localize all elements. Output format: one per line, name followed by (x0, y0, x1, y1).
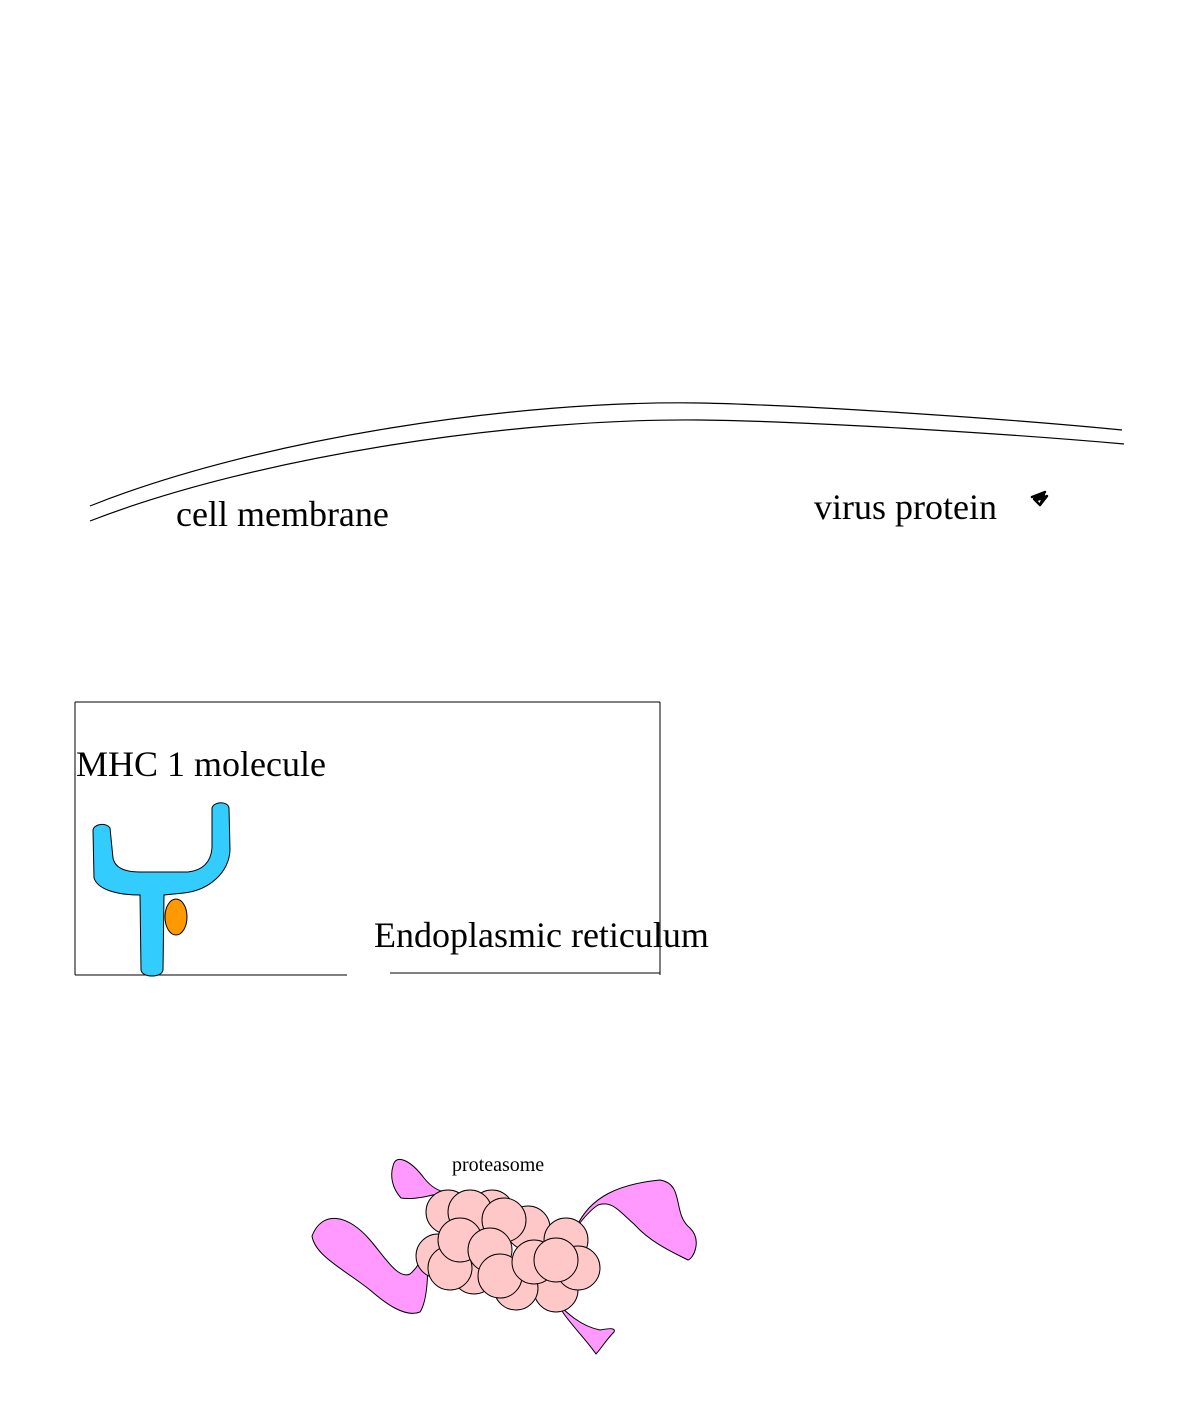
virus-protein-icon (1030, 490, 1049, 507)
cell-membrane-outer (89, 402, 1123, 507)
mhc-molecule-label: MHC 1 molecule (76, 744, 326, 784)
proteasome-cap-top-left (391, 1158, 446, 1199)
proteasome-caps (311, 1158, 697, 1355)
cell-membrane-inner (89, 419, 1125, 522)
endoplasmic-reticulum-label: Endoplasmic reticulum (374, 915, 709, 955)
proteasome-cap-bottom (555, 1301, 615, 1355)
peptide-shape (164, 898, 188, 936)
proteasome-cap-right (575, 1179, 697, 1261)
mhc-molecule-shape (92, 802, 231, 977)
proteasome-label: proteasome (452, 1154, 545, 1176)
cell-membrane-lines (89, 402, 1125, 522)
proteasome-core (415, 1189, 601, 1313)
endoplasmic-reticulum-outline (74, 701, 661, 976)
proteasome-shape (311, 1158, 697, 1355)
virus-protein-label: virus protein (814, 487, 997, 527)
cell-membrane-label: cell membrane (176, 494, 389, 534)
proteasome-cap-left (311, 1218, 429, 1314)
